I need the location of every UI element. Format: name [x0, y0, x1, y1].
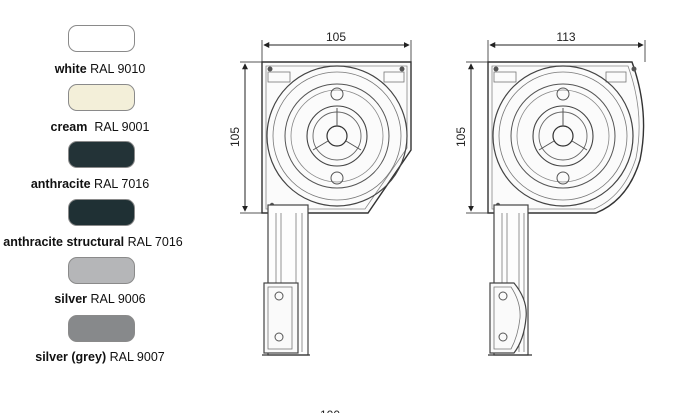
color-name: silver (grey) [35, 350, 107, 364]
roller-shutter-box-drawing-2 [466, 40, 646, 356]
swatch-label-white: white RAL 9010 [20, 62, 180, 76]
drawing-2-width-label: 113 [556, 30, 575, 44]
swatch-cream [68, 84, 135, 111]
swatch-silver-grey [68, 315, 135, 342]
color-name: cream [50, 120, 88, 134]
swatch-label-silver-grey: silver (grey) RAL 9007 [20, 350, 180, 364]
roller-shutter-box-drawing-1 [240, 40, 412, 356]
swatch-anthracite-structural [68, 199, 135, 226]
drawing-1-width-label: 105 [326, 30, 346, 44]
drawing-2-height-label: 105 [454, 127, 468, 147]
footer-dimension-label: 100 [320, 408, 340, 413]
drawing-1-height-label: 105 [228, 127, 242, 147]
color-name: anthracite structural [3, 235, 125, 249]
color-name: silver [54, 292, 88, 306]
color-code: RAL 9001 [94, 120, 150, 134]
color-code: RAL 9010 [90, 62, 146, 76]
color-name: white [54, 62, 87, 76]
swatch-white [68, 25, 135, 52]
color-code: RAL 9006 [90, 292, 146, 306]
color-code: RAL 7016 [127, 235, 183, 249]
swatch-label-silver: silver RAL 9006 [20, 292, 180, 306]
swatch-anthracite [68, 141, 135, 168]
color-name: anthracite [30, 177, 91, 191]
swatch-label-cream: cream RAL 9001 [20, 120, 180, 134]
color-code: RAL 7016 [94, 177, 150, 191]
color-code: RAL 9007 [109, 350, 165, 364]
swatch-label-anthracite: anthracite RAL 7016 [0, 177, 180, 191]
swatch-silver [68, 257, 135, 284]
swatch-label-anthracite-structural: anthracite structural RAL 7016 [0, 235, 186, 249]
